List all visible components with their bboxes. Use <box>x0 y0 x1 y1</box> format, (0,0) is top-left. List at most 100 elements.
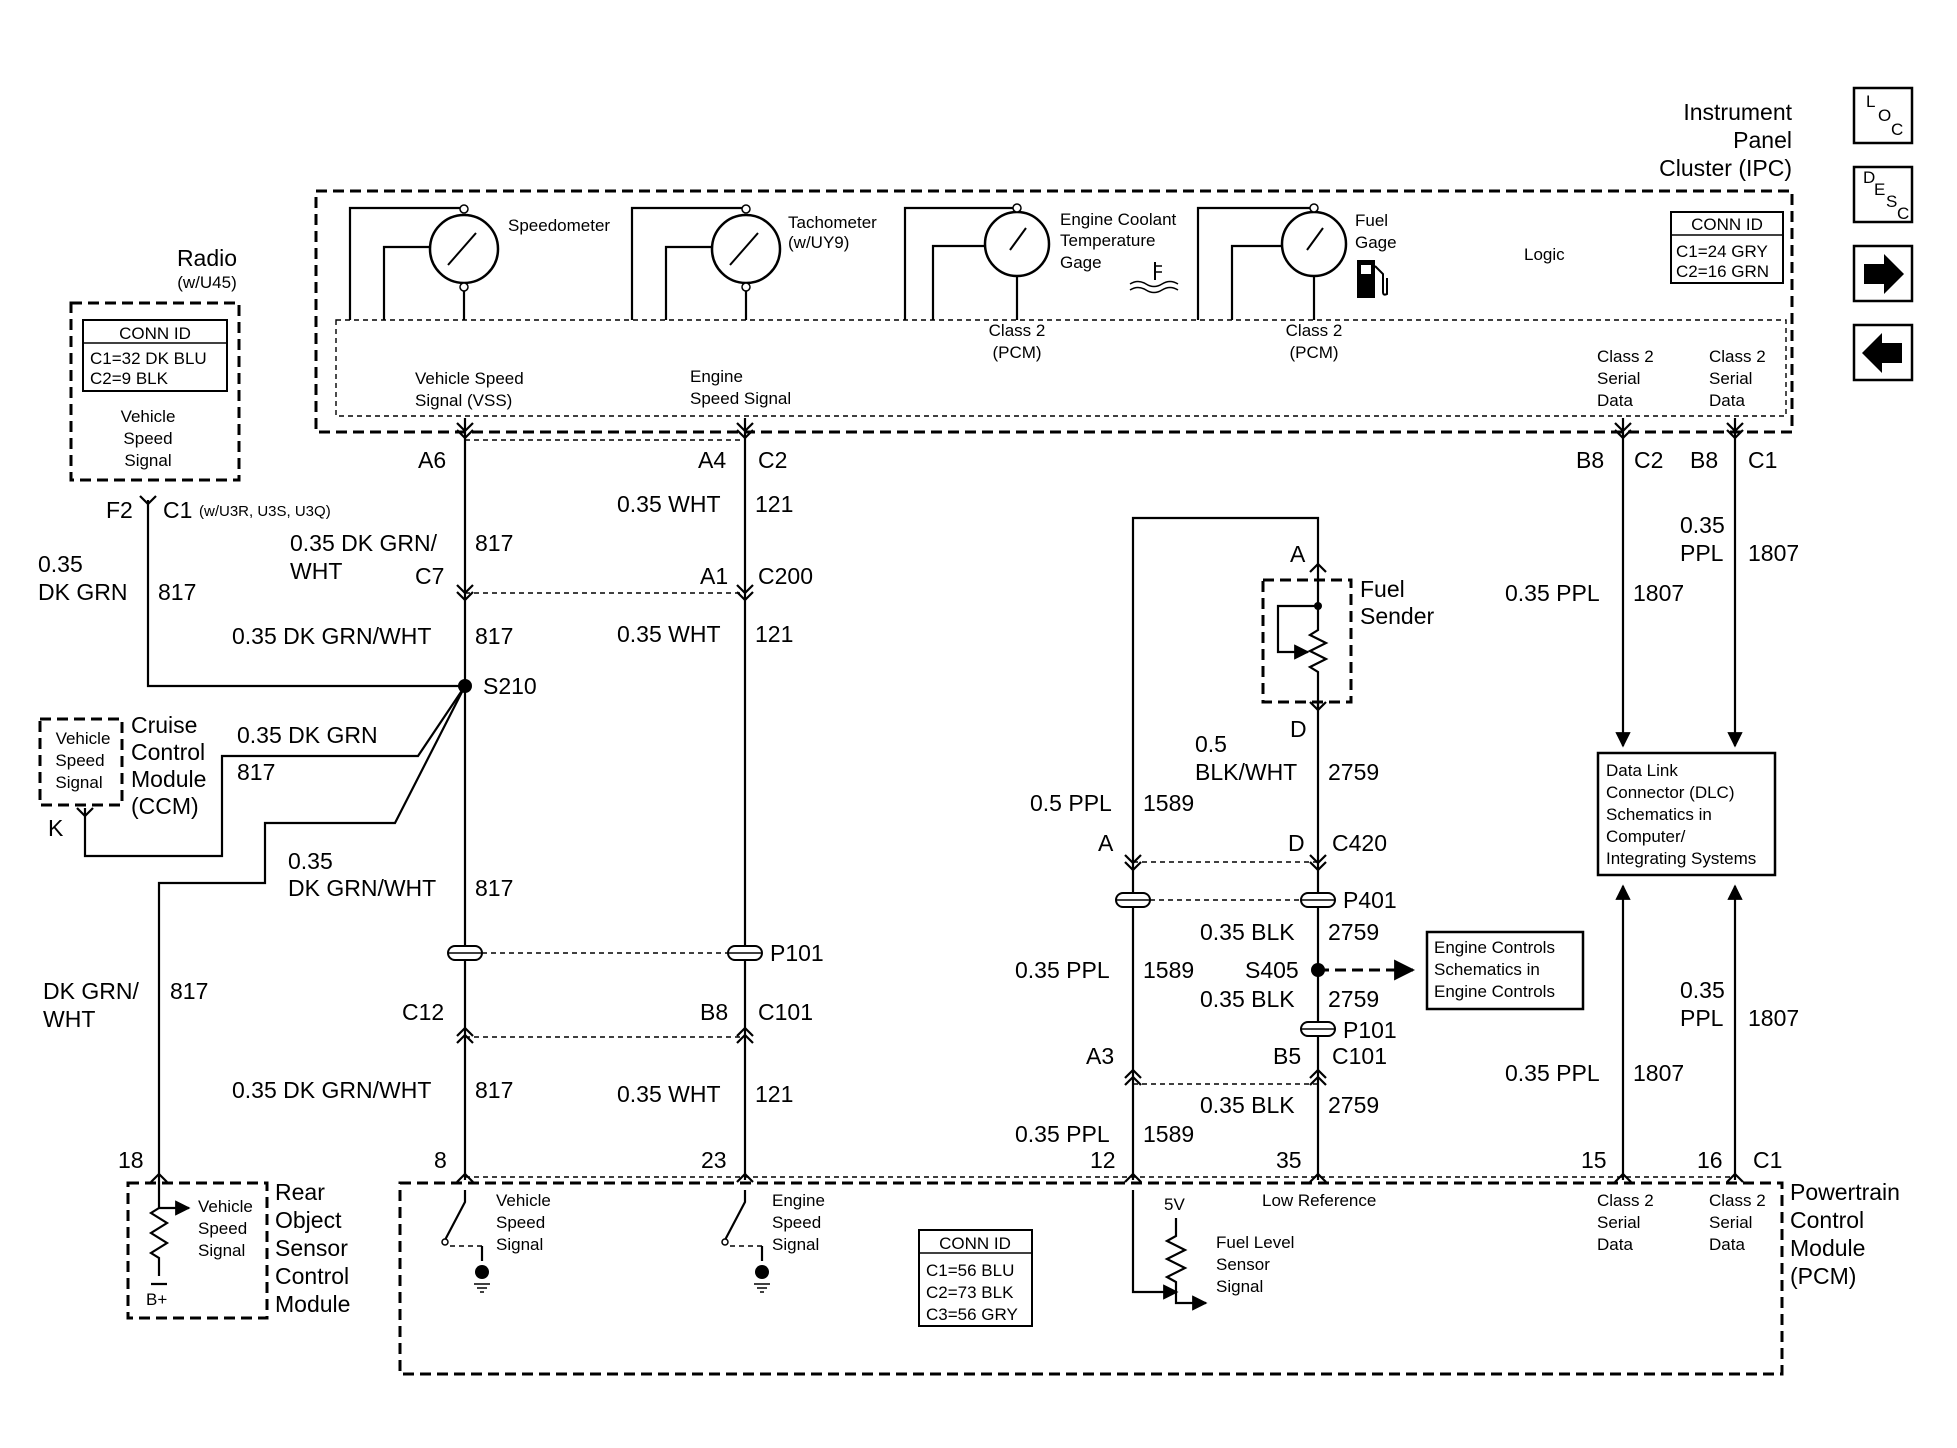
label-1589-b: 1589 <box>1143 957 1194 983</box>
dlc-line-5: Integrating Systems <box>1606 849 1756 868</box>
label-c200: C200 <box>758 563 813 589</box>
ros-title-1: Rear <box>275 1179 325 1205</box>
label-s405: S405 <box>1245 957 1299 983</box>
label-05: 0.5 <box>1195 731 1227 757</box>
desc-d: D <box>1863 168 1875 187</box>
label-p401: P401 <box>1343 887 1397 913</box>
label-dkgrnwht-3: DK GRN/WHT <box>288 875 436 901</box>
ipc-title-1: Instrument <box>1683 99 1792 125</box>
pcm-es-1: Engine <box>772 1191 825 1210</box>
fuel-sender: Fuel Sender A D <box>1261 541 1435 742</box>
ipc-module: Instrument Panel Cluster (IPC) Speedomet… <box>314 99 1794 434</box>
label-1589-c: 1589 <box>1143 1121 1194 1147</box>
pcm-es-2: Speed <box>772 1213 821 1232</box>
pcm-module: Powertrain Control Module (PCM) CONN ID … <box>398 1147 1900 1376</box>
ccm-title-3: Module <box>131 766 206 792</box>
radio-title: Radio <box>177 245 237 271</box>
ecs-line-2: Schematics in <box>1434 960 1540 979</box>
tachometer-label: Tachometer <box>788 213 877 232</box>
label-817-d: 817 <box>475 875 513 901</box>
tachometer-option: (w/UY9) <box>788 233 849 252</box>
label-035-dkgrn-ccm: 0.35 DK GRN <box>237 722 378 748</box>
pcm-serial-1c: Data <box>1597 1235 1633 1254</box>
pcm-serial-1a: Class 2 <box>1597 1191 1654 1210</box>
label-121-a: 121 <box>755 491 793 517</box>
ipc-logic-label: Logic <box>1524 245 1565 264</box>
ros-title-5: Module <box>275 1291 350 1317</box>
dlc-line-1: Data Link <box>1606 761 1678 780</box>
fuel-gage-label-2: Gage <box>1355 233 1397 252</box>
pcm-conn-c1-label: C1 <box>1753 1147 1782 1173</box>
label-p101-a: P101 <box>770 940 824 966</box>
dlc-line-2: Connector (DLC) <box>1606 783 1735 802</box>
pcm-conn-id-title: CONN ID <box>939 1234 1011 1253</box>
label-ppl-035-a: 0.35 <box>1680 512 1725 538</box>
label-035-blk-2: 0.35 BLK <box>1200 986 1295 1012</box>
description-button[interactable]: D E S C <box>1852 165 1914 224</box>
ipc-serial-2c: Data <box>1709 391 1745 410</box>
label-035-wht-1: 0.35 WHT <box>617 491 721 517</box>
next-button[interactable] <box>1852 244 1914 303</box>
label-817-f: 817 <box>475 1077 513 1103</box>
pcm-pin-8: 8 <box>434 1147 447 1173</box>
pcm-vs-2: Speed <box>496 1213 545 1232</box>
label-c420: C420 <box>1332 830 1387 856</box>
pcm-title-2: Control <box>1790 1207 1864 1233</box>
ipc-conn-c1: C1=24 GRY <box>1676 242 1768 261</box>
ros-title-3: Sensor <box>275 1235 348 1261</box>
label-b8-a: B8 <box>1576 447 1604 473</box>
fuel-gage-label-1: Fuel <box>1355 211 1388 230</box>
label-1589-a: 1589 <box>1143 790 1194 816</box>
rear-object-sensor-module: Rear Object Sensor Control Module Vehicl… <box>118 1147 350 1320</box>
previous-button[interactable] <box>1852 323 1914 382</box>
pcm-vs-1: Vehicle <box>496 1191 551 1210</box>
location-button[interactable]: L O C <box>1852 86 1914 145</box>
label-ppl-035-d: 0.35 PPL <box>1505 1060 1600 1086</box>
ipc-conn-c2: C2=16 GRN <box>1676 262 1769 281</box>
ccm-title-4: (CCM) <box>131 793 199 819</box>
label-1807-a: 1807 <box>1748 540 1799 566</box>
ipc-title-3: Cluster (IPC) <box>1659 155 1792 181</box>
ground-icon <box>721 1190 770 1293</box>
radio-conn-id-title: CONN ID <box>119 324 191 343</box>
wire-labels: A6 A4 C2 B8 C2 B8 C1 0.35 WHT 121 0.35 D… <box>38 447 1799 1147</box>
ect-label-1: Engine Coolant <box>1060 210 1177 229</box>
label-035-ppl-2: 0.35 PPL <box>1015 1121 1110 1147</box>
radio-signal-3: Signal <box>124 451 171 470</box>
ipc-ess-label-2: Speed Signal <box>690 389 791 408</box>
label-035-blk-1: 0.35 BLK <box>1200 919 1295 945</box>
ros-bplus: B+ <box>146 1290 167 1309</box>
pcm-low-reference: Low Reference <box>1262 1191 1376 1210</box>
ipc-serial-1a: Class 2 <box>1597 347 1654 366</box>
radio-conn-c1: C1 <box>163 497 192 523</box>
ros-signal-2: Speed <box>198 1219 247 1238</box>
ccm-pin-k: K <box>48 815 64 841</box>
ecs-line-3: Engine Controls <box>1434 982 1555 1001</box>
label-b8-b: B8 <box>1690 447 1718 473</box>
pcm-serial-2c: Data <box>1709 1235 1745 1254</box>
label-radio-035: 0.35 <box>38 551 83 577</box>
label-035-ppl-1: 0.35 PPL <box>1015 957 1110 983</box>
radio-conn-c1: C1=32 DK BLU <box>90 349 207 368</box>
ipc-serial-2a: Class 2 <box>1709 347 1766 366</box>
label-a1: A1 <box>700 563 728 589</box>
label-ppl-035-c: 0.35 <box>1680 977 1725 1003</box>
pcm-vs-3: Signal <box>496 1235 543 1254</box>
radio-conn-option: (w/U3R, U3S, U3Q) <box>199 503 331 520</box>
pcm-pin-15: 15 <box>1581 1147 1607 1173</box>
label-p101-b: P101 <box>1343 1017 1397 1043</box>
label-2759-a: 2759 <box>1328 759 1379 785</box>
label-c101-b: C101 <box>1332 1043 1387 1069</box>
label-wht-1: WHT <box>290 558 342 584</box>
dlc-box: Data Link Connector (DLC) Schematics in … <box>1596 751 1777 877</box>
speedometer-gauge: Speedometer <box>348 204 610 320</box>
label-ppl-c: PPL <box>1680 1005 1724 1031</box>
ros-signal-1: Vehicle <box>198 1197 253 1216</box>
ipc-serial-1b: Serial <box>1597 369 1640 388</box>
label-c2: C2 <box>758 447 787 473</box>
label-b5: B5 <box>1273 1043 1301 1069</box>
pcm-title-3: Module <box>1790 1235 1865 1261</box>
label-c2-b: C2 <box>1634 447 1663 473</box>
pcm-conn-c2: C2=73 BLK <box>926 1283 1014 1302</box>
tachometer-gauge: Tachometer (w/UY9) <box>630 204 877 320</box>
